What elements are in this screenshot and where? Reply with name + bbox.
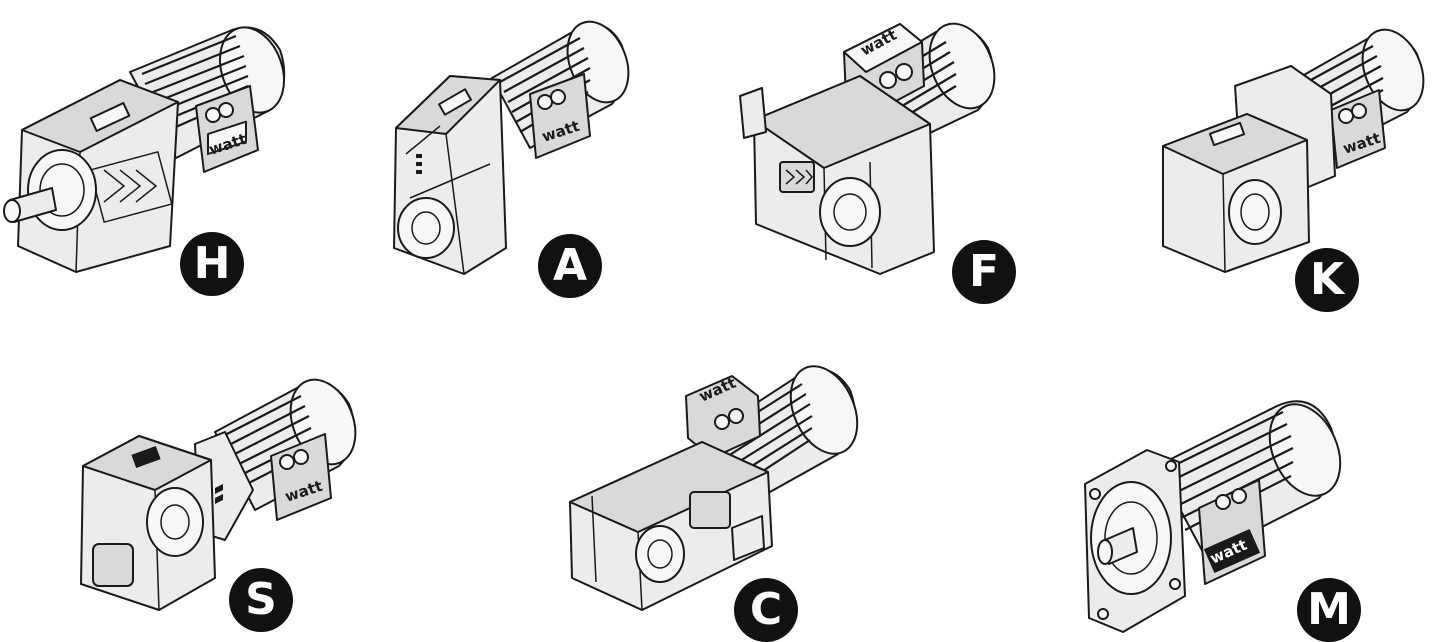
badge-c: C (734, 578, 798, 642)
badge-m: M (1297, 578, 1361, 642)
badge-k: K (1295, 248, 1359, 312)
badge-a: A (538, 234, 602, 298)
bevel-gear-motor-icon: watt (1162, 28, 1425, 273)
badge-f: F (952, 240, 1016, 304)
product-k[interactable]: watt K (1155, 16, 1435, 312)
worm-gear-motor-icon: watt (80, 378, 357, 611)
product-h[interactable]: watt H (0, 10, 300, 296)
product-s[interactable]: watt S (75, 370, 375, 632)
badge-s: S (229, 568, 293, 632)
product-c[interactable]: watt C (562, 352, 872, 642)
badge-h: H (180, 232, 244, 296)
product-f[interactable]: watt F (739, 12, 1016, 304)
parallel-shaft-gear-motor-icon: watt (393, 20, 630, 275)
product-m[interactable]: watt M (1075, 388, 1365, 642)
flat-gear-motor-icon: watt (739, 22, 996, 275)
product-a[interactable]: watt A (380, 8, 640, 298)
electric-motor-icon: watt (1084, 400, 1342, 633)
helical-gear-motor-icon: watt (3, 26, 286, 273)
helical-bevel-gear-motor-icon: watt (569, 365, 859, 611)
